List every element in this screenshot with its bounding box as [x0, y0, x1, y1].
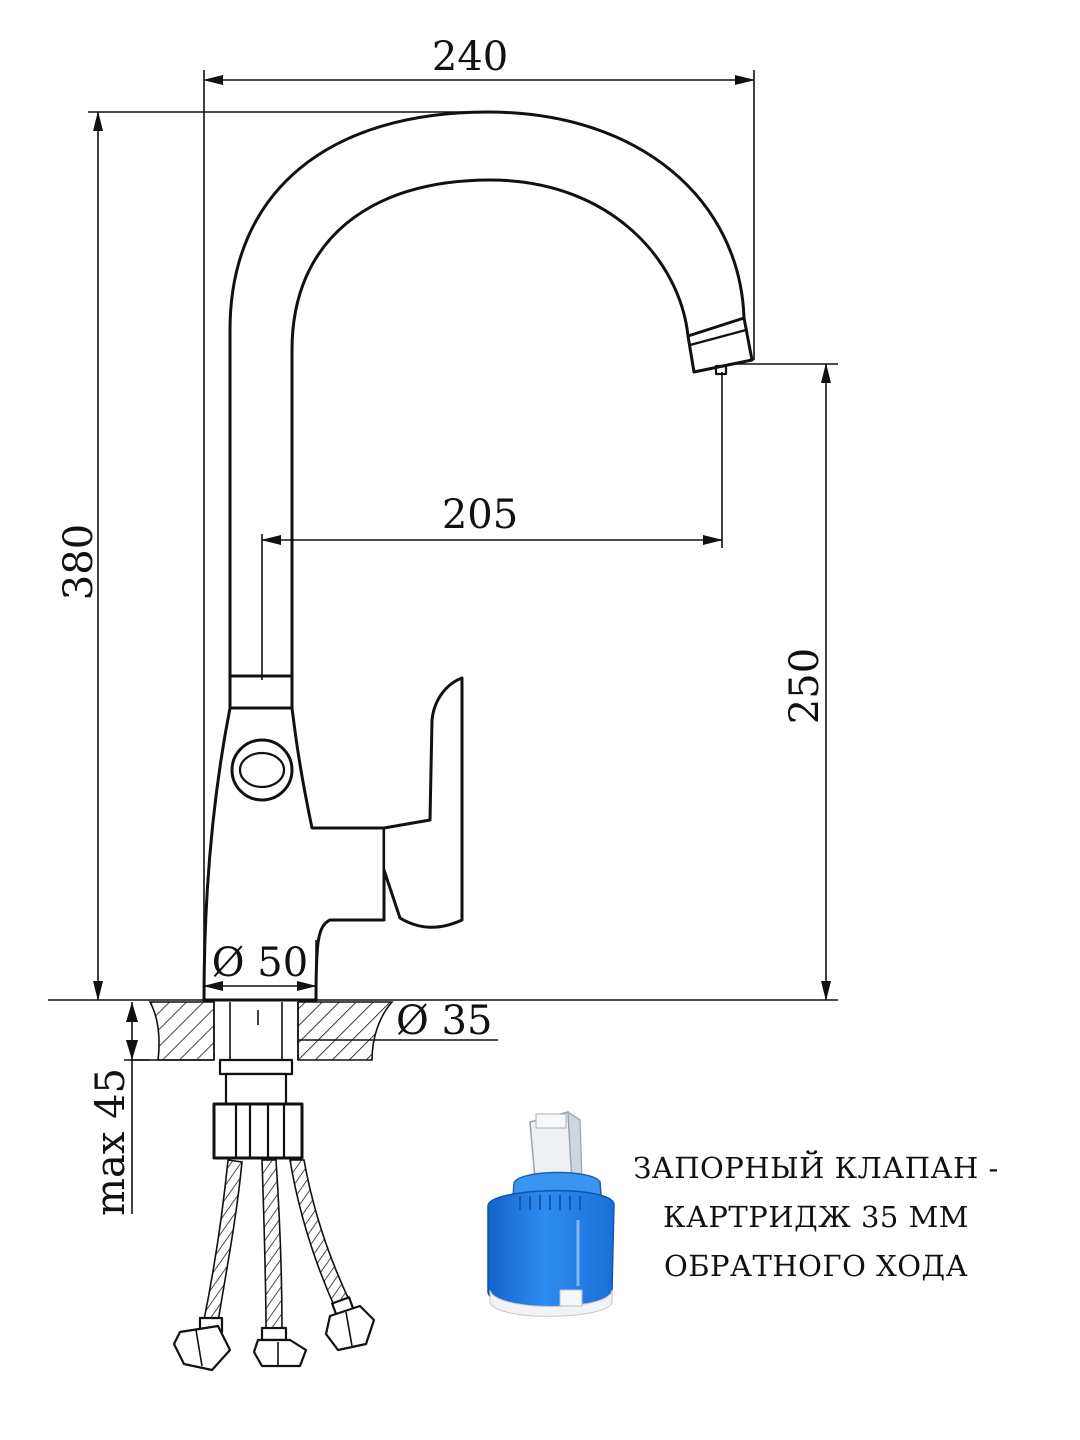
dimension-250: 250: [728, 363, 838, 1001]
countertop-section: [130, 1001, 394, 1061]
note-line-3: ОБРАТНОГО ХОДА: [664, 1249, 968, 1283]
note-line-2: КАРТРИДЖ 35 ММ: [663, 1200, 969, 1234]
dimension-max-thickness: max 45: [88, 1002, 150, 1216]
dimension-240-label: 240: [432, 34, 508, 80]
dimension-250-label: 250: [782, 648, 828, 724]
note-line-1: ЗАПОРНЫЙ КЛАПАН -: [633, 1149, 999, 1185]
faucet-outline: [202, 110, 754, 1002]
dimension-base-diameter-label: Ø 50: [212, 940, 308, 986]
dimension-max-thickness-label: max 45: [88, 1068, 134, 1216]
dimension-205: 205: [261, 372, 723, 680]
dimension-hole-diameter-label: Ø 35: [396, 998, 492, 1044]
dimension-380-label: 380: [56, 524, 102, 600]
dimension-205-label: 205: [442, 492, 518, 538]
dimension-240: 240: [203, 34, 755, 1000]
mounting-shank: [212, 1058, 304, 1160]
dimension-hole-diameter: Ø 35: [298, 998, 498, 1044]
cartridge-note: ЗАПОРНЫЙ КЛАПАН - КАРТРИДЖ 35 ММ ОБРАТНО…: [633, 1149, 999, 1283]
dimension-base-diameter: Ø 50: [203, 940, 317, 1000]
cartridge-image: [487, 1110, 615, 1317]
supply-hoses: [172, 1159, 376, 1372]
dimension-380: 380: [56, 111, 490, 1001]
